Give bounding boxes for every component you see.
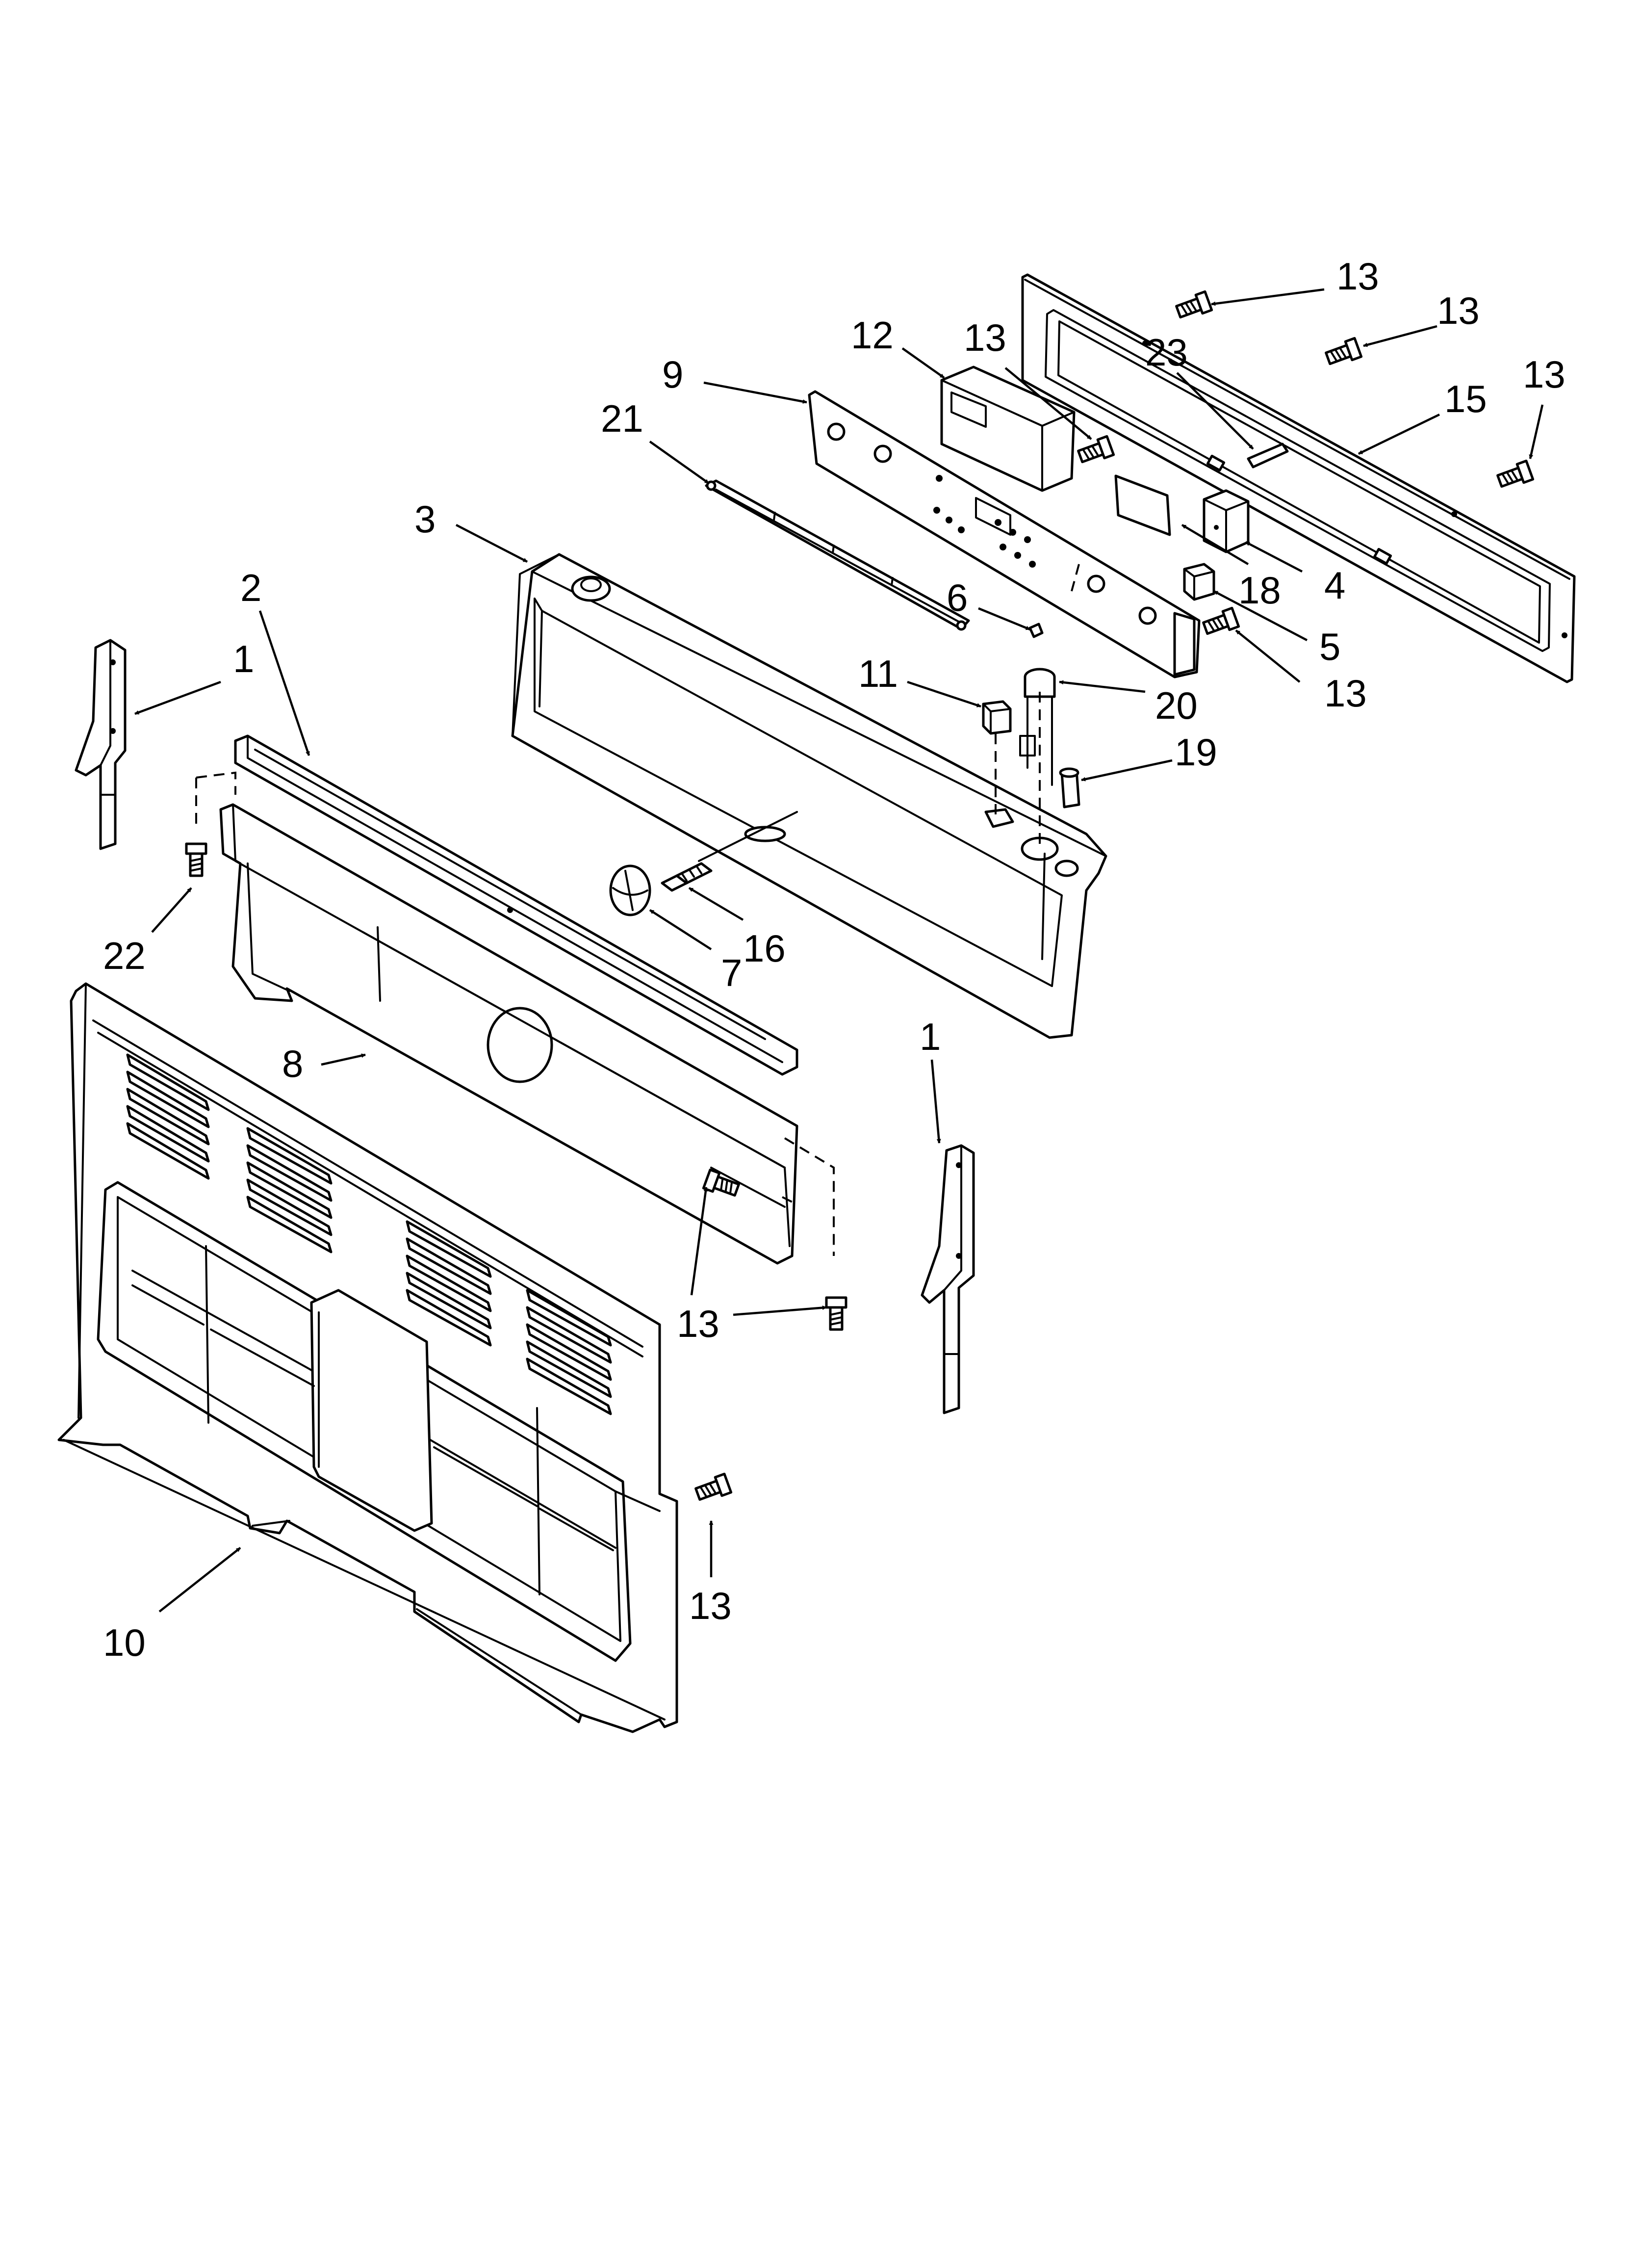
callout-13-g: 13 (689, 1584, 732, 1627)
dash-line-13 (784, 1137, 835, 1256)
screw-22 (185, 842, 207, 877)
dash-line-13b (782, 1196, 797, 1205)
callout-13-c: 13 (1523, 353, 1565, 396)
switch-part (1183, 563, 1215, 601)
knob-part (609, 864, 651, 916)
rocker-switch-part (982, 700, 1012, 814)
vent-louvers-left (126, 1053, 210, 1180)
callout-labels: 13 13 13 13 23 15 12 9 21 3 4 18 5 13 6 … (103, 255, 1565, 1664)
screw-13-top-mid (1325, 337, 1363, 365)
callout-19: 19 (1175, 730, 1217, 774)
rear-wall-panel-part (219, 803, 798, 1265)
callout-5: 5 (1319, 625, 1340, 668)
callout-8: 8 (282, 1042, 303, 1085)
callout-1-left: 1 (233, 637, 254, 680)
callout-22: 22 (103, 934, 146, 977)
knob-screw-part (661, 811, 798, 892)
callout-4: 4 (1324, 564, 1345, 607)
dash-line-22 (196, 771, 236, 795)
callout-13-f: 13 (677, 1302, 719, 1345)
screw-13-board (1077, 435, 1115, 464)
screw-13-top-left (1175, 290, 1213, 319)
screw-13-back-panel (694, 1472, 733, 1501)
control-panel-bracket-part (808, 390, 1201, 678)
callout-12: 12 (851, 313, 894, 357)
callout-20: 20 (1155, 684, 1198, 727)
vent-louvers-center-right (406, 1220, 492, 1347)
callout-18: 18 (1238, 569, 1281, 612)
callout-2: 2 (240, 566, 261, 609)
callout-3: 3 (414, 497, 436, 541)
vent-louvers-center-left (246, 1127, 333, 1253)
callout-1-right: 1 (920, 1015, 941, 1058)
small-screw-part (1028, 623, 1044, 638)
back-panel-part (57, 982, 678, 1733)
screw-13-rail (702, 1168, 740, 1197)
callout-10: 10 (103, 1621, 146, 1664)
callout-13-e: 13 (1324, 672, 1367, 715)
rear-trim-frame-part (1021, 273, 1576, 683)
mounting-strip-part (705, 479, 970, 631)
side-bracket-left-part (75, 639, 127, 850)
upper-rail-part (234, 734, 798, 1076)
screw-13-switch (1202, 606, 1240, 635)
callout-21: 21 (601, 397, 643, 440)
lamp-socket-part (1059, 767, 1080, 808)
leader-lines (134, 288, 1544, 1613)
callout-11: 11 (858, 652, 898, 695)
callout-13-a: 13 (1336, 255, 1379, 298)
vent-louvers-right (526, 1289, 612, 1415)
callout-16: 16 (743, 927, 786, 970)
callout-23: 23 (1145, 331, 1188, 374)
callout-9: 9 (662, 353, 683, 396)
callout-13-d: 13 (964, 316, 1006, 359)
clip-part (1247, 443, 1289, 469)
callout-6: 6 (947, 576, 968, 619)
screw-13-right-vertical (825, 1296, 847, 1331)
side-bracket-right-part (921, 1144, 975, 1414)
screw-13-top-right (1496, 459, 1535, 488)
callout-13-b: 13 (1437, 289, 1480, 332)
thermostat-part (1019, 668, 1056, 846)
overlay-plate-part (1114, 474, 1171, 536)
callout-7: 7 (721, 951, 742, 994)
callout-15: 15 (1444, 377, 1487, 420)
